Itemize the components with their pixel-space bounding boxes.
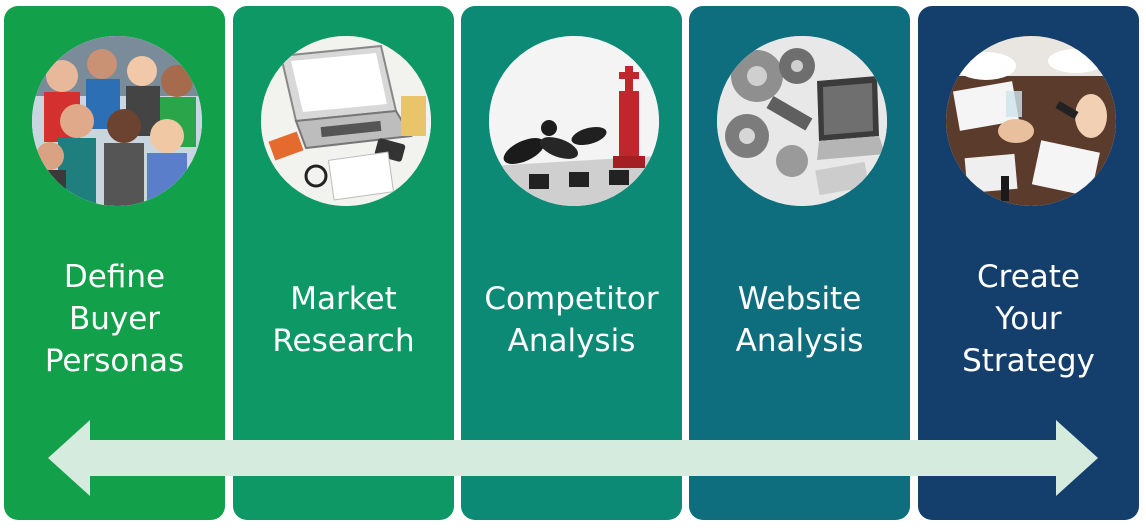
step-label-line: Competitor [484, 281, 659, 317]
step-label-line: Market [290, 281, 397, 317]
step-panel-create-your-strategy: Create Your Strategy [918, 6, 1139, 520]
people-crowd-photo [32, 36, 202, 206]
step-label-line: Analysis [735, 323, 864, 359]
gears-laptop-photo [717, 36, 887, 206]
step-label-line: Strategy [962, 343, 1095, 379]
step-label-line: Research [272, 323, 415, 359]
chess-pieces-photo [489, 36, 659, 206]
step-label: Competitor Analysis [461, 278, 682, 362]
step-label-line: Create [976, 259, 1080, 295]
step-label: Define Buyer Personas [4, 256, 225, 382]
business-meeting-photo [946, 36, 1116, 206]
step-label-line: Personas [44, 343, 185, 379]
step-label: Market Research [233, 278, 454, 362]
step-panel-website-analysis: Website Analysis [689, 6, 910, 520]
step-panel-competitor-analysis: Competitor Analysis [461, 6, 682, 520]
step-label-line: Your [995, 301, 1062, 337]
step-label-line: Website [737, 281, 862, 317]
step-label-line: Buyer [68, 301, 161, 337]
step-panel-market-research: Market Research [233, 6, 454, 520]
step-label: Create Your Strategy [918, 256, 1139, 382]
step-label-line: Define [63, 259, 166, 295]
step-panel-define-buyer-personas: Define Buyer Personas [4, 6, 225, 520]
step-label: Website Analysis [689, 278, 910, 362]
laptop-desk-photo [261, 36, 431, 206]
step-label-line: Analysis [507, 323, 636, 359]
